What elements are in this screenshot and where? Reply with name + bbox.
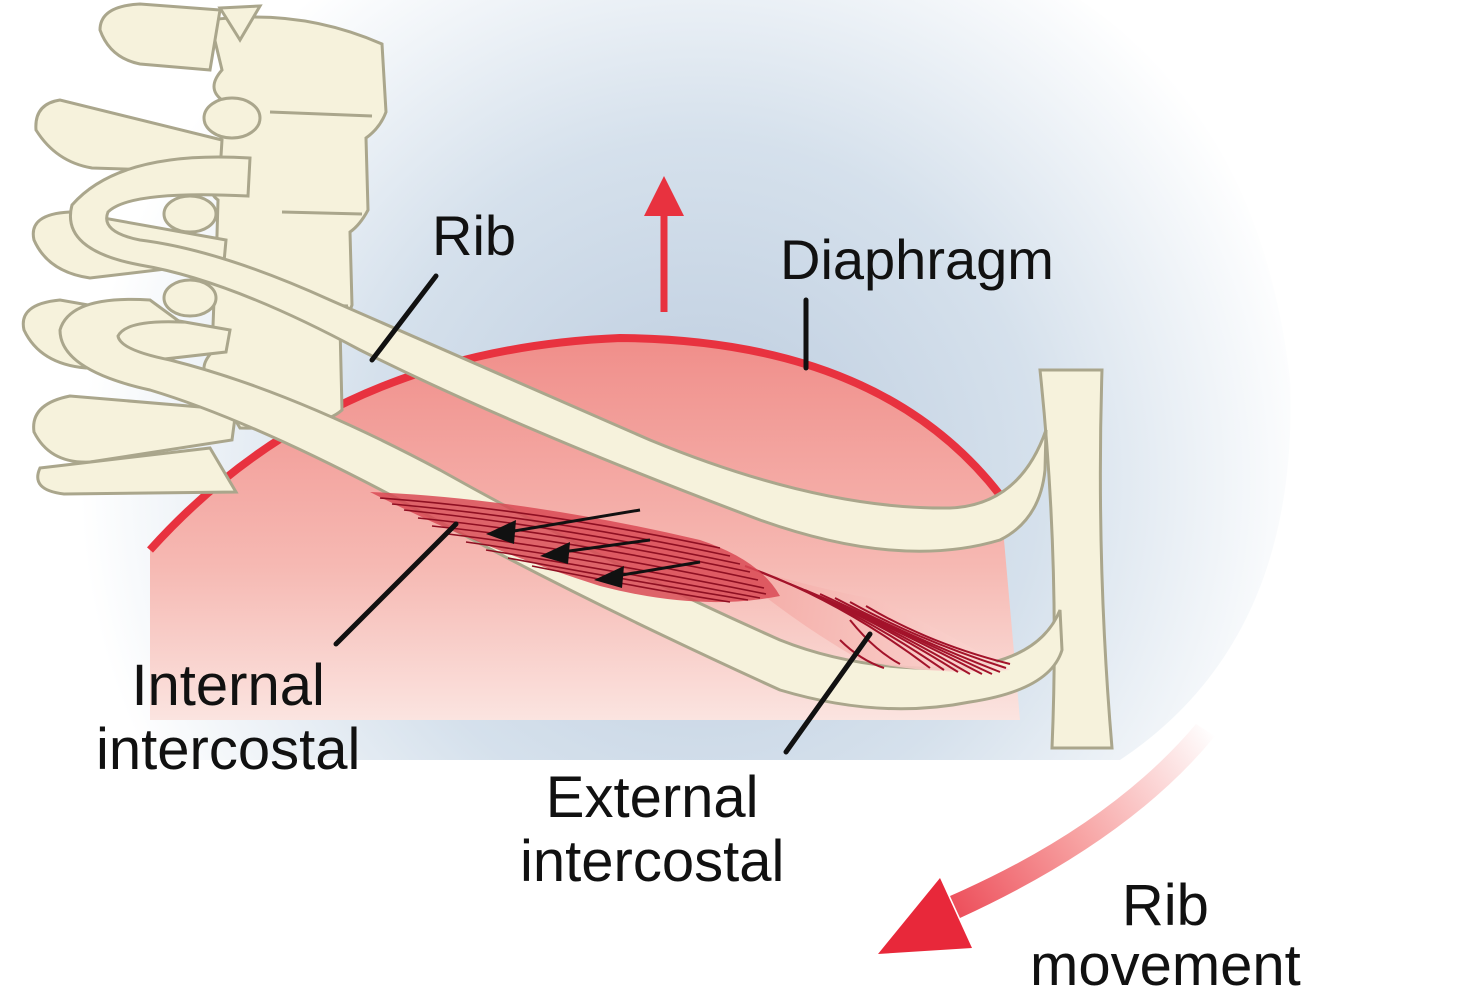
rib-movement-line-2: movement — [1030, 936, 1301, 996]
external-intercostal-line-1: External — [520, 766, 784, 830]
internal-intercostal-line-2: intercostal — [96, 718, 360, 782]
external-intercostal-line-2: intercostal — [520, 830, 784, 894]
internal-intercostal-line-1: Internal — [96, 654, 360, 718]
rib-movement-label: Rib movement — [1030, 876, 1301, 996]
rib-label: Rib — [432, 208, 516, 264]
diaphragm-label: Diaphragm — [780, 232, 1054, 288]
external-intercostal-label: External intercostal — [520, 766, 784, 894]
internal-intercostal-label: Internal intercostal — [96, 654, 360, 782]
rib-movement-line-1: Rib — [1030, 876, 1301, 936]
